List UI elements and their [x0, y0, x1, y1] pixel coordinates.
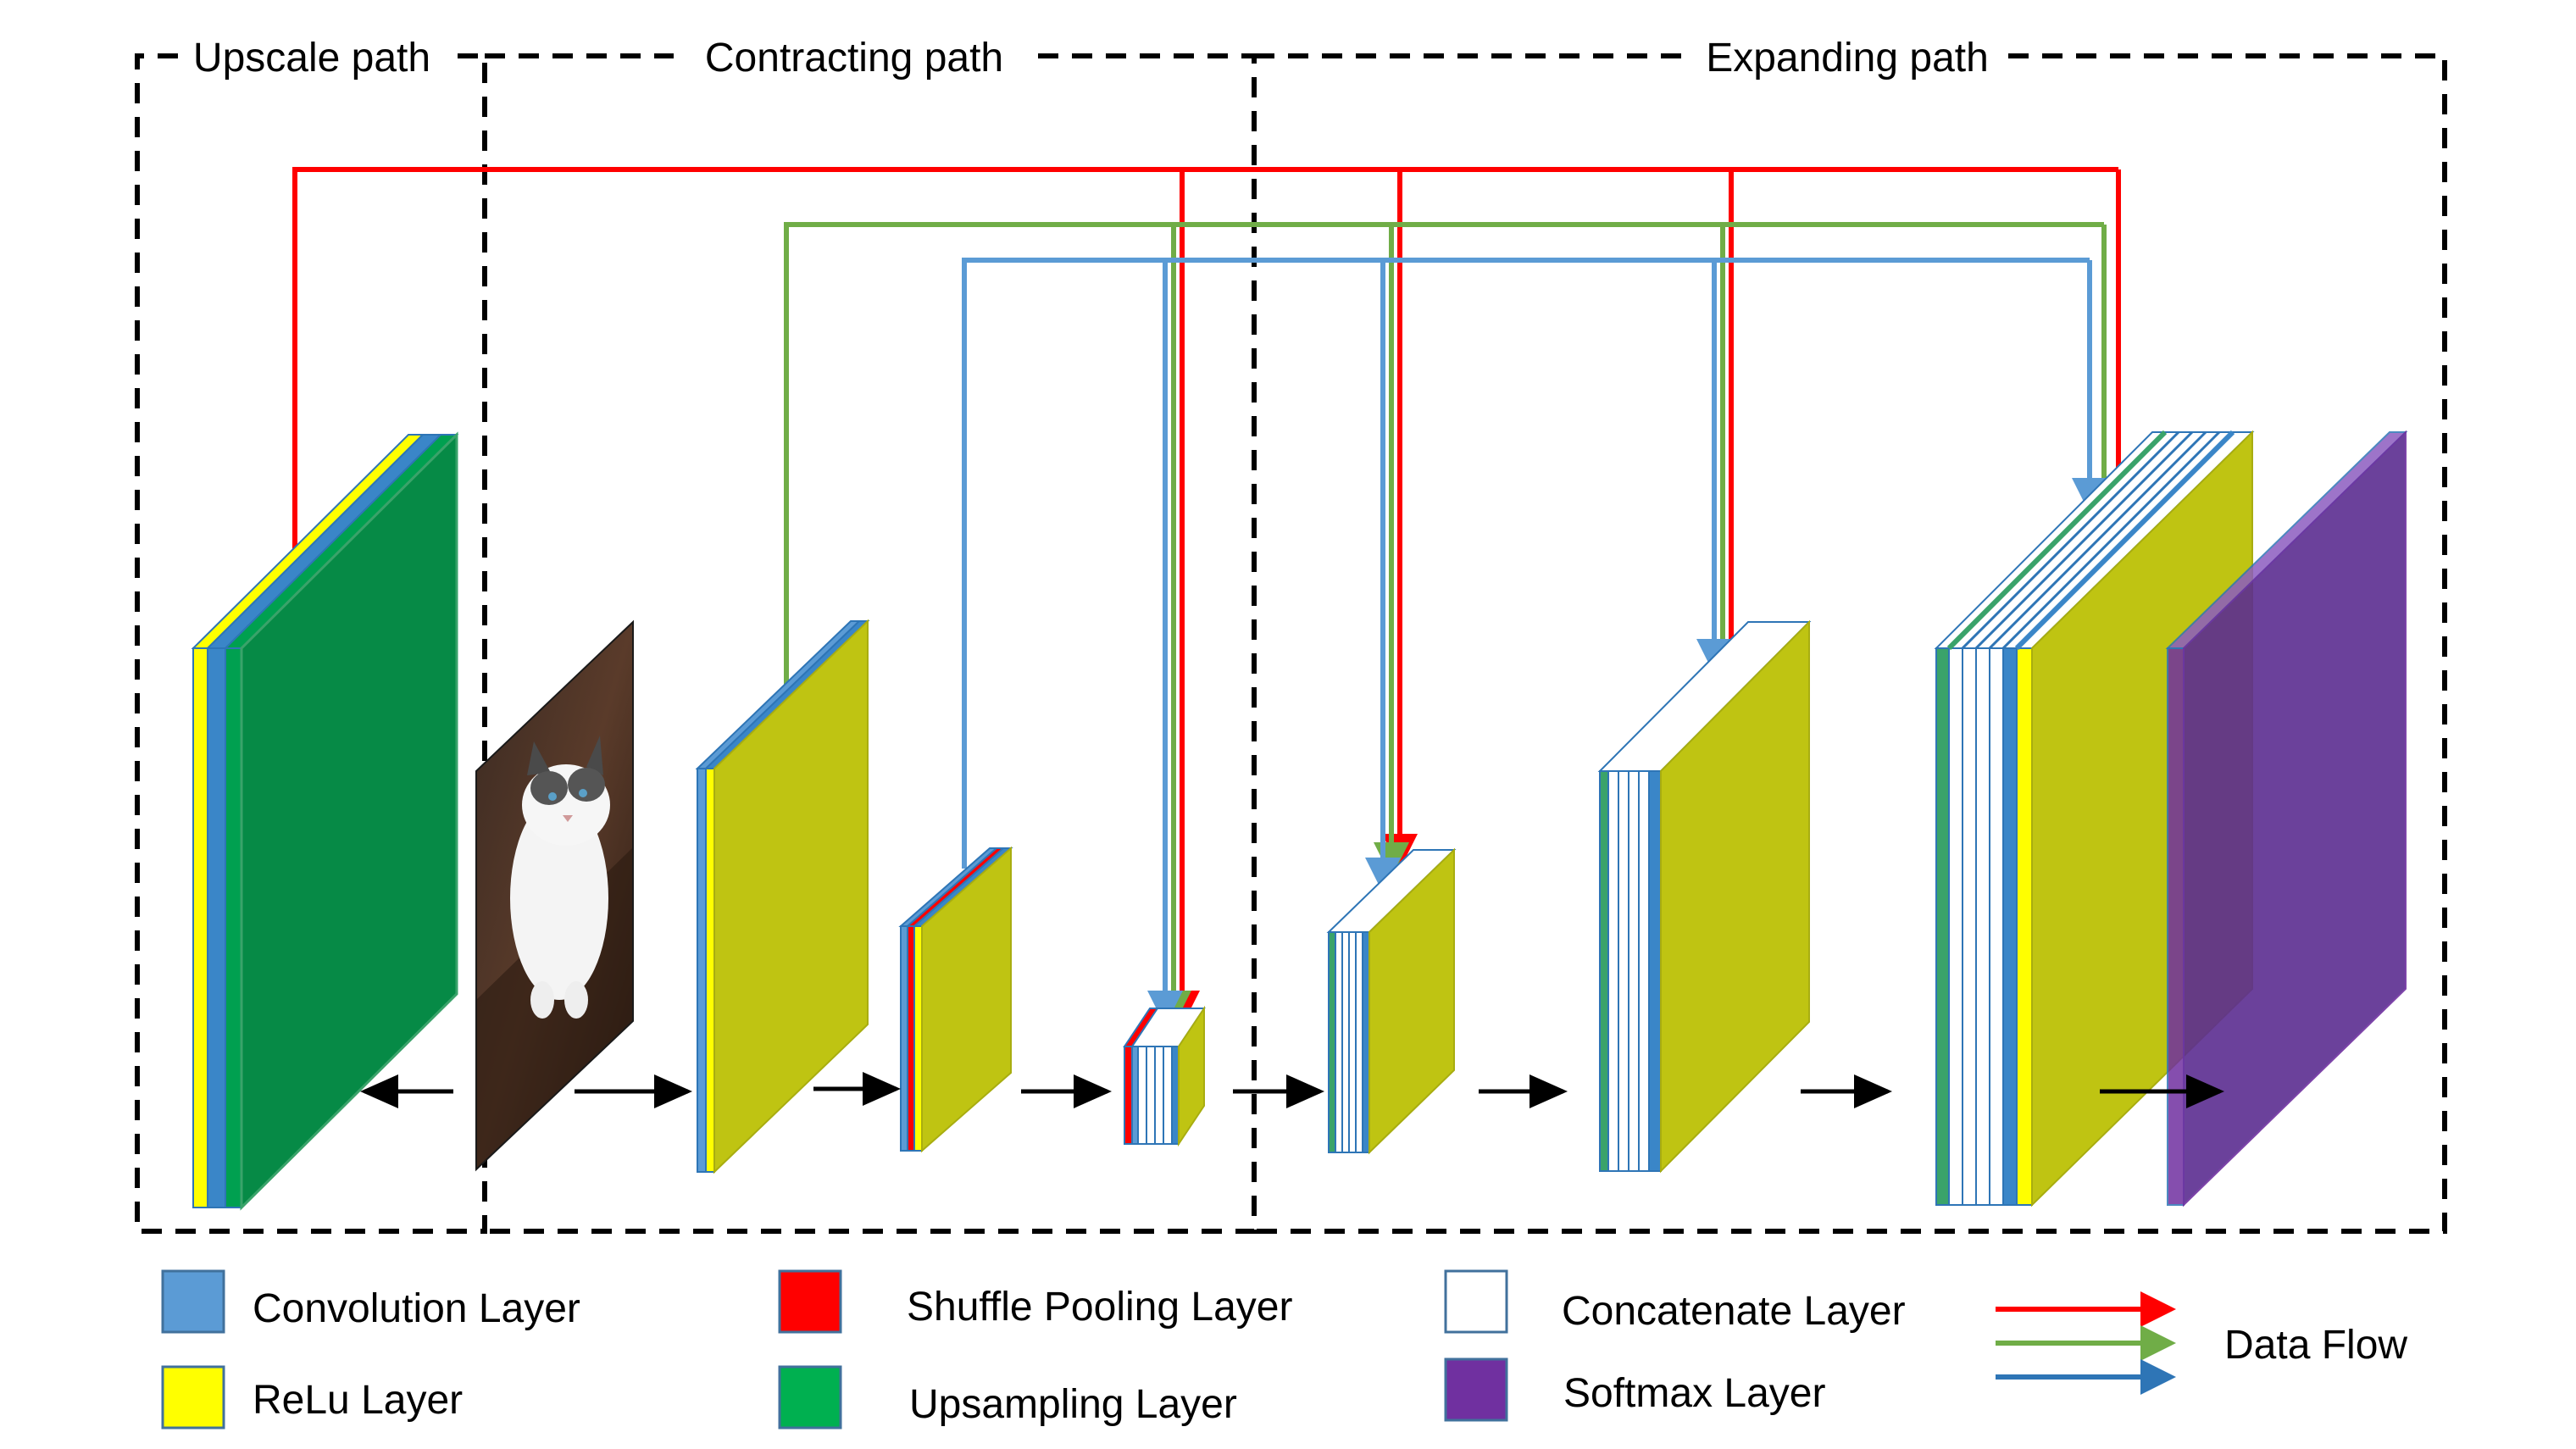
legend-swatch-concatenate: [1444, 1269, 1508, 1334]
region-title-contracting: Contracting path: [705, 36, 1003, 80]
region-expanding-box: [1254, 53, 2447, 1234]
input-cat-image: [475, 619, 634, 1172]
region-contracting-box: [485, 53, 1257, 1234]
skip-connection-red: [292, 167, 2136, 1026]
legend-swatch-softmax: [1444, 1357, 1508, 1422]
block-contracting-2: [898, 846, 1013, 1153]
legend-label-softmax: Softmax Layer: [1563, 1371, 1825, 1416]
legend-label-concatenate: Concatenate Layer: [1562, 1289, 1906, 1334]
block-expanding-1: [1326, 847, 1457, 1155]
block-softmax: [2165, 430, 2408, 1208]
legend-swatch-convolution: [161, 1269, 225, 1334]
block-bottleneck: [1123, 1005, 1206, 1147]
block-upscale-output: [191, 431, 459, 1211]
legend-label-upsampling: Upsampling Layer: [909, 1382, 1237, 1427]
skip-connection-blue: [962, 258, 2107, 1026]
region-upscale-box: [135, 53, 487, 1234]
legend-label-relu: ReLu Layer: [253, 1378, 463, 1423]
legend-label-shuffle-pooling: Shuffle Pooling Layer: [907, 1285, 1292, 1330]
block-expanding-2: [1597, 619, 1812, 1174]
block-contracting-1: [695, 619, 870, 1174]
flow-arrows: [360, 1072, 2224, 1108]
legend-swatch-relu: [161, 1365, 225, 1430]
legend-label-convolution: Convolution Layer: [253, 1286, 580, 1331]
legend: Convolution Layer ReLu Layer Shuffle Poo…: [161, 1269, 2407, 1430]
region-title-upscale: Upscale path: [193, 36, 430, 80]
legend-label-data-flow: Data Flow: [2224, 1323, 2407, 1368]
legend-swatch-shuffle-pooling: [778, 1269, 842, 1334]
region-title-expanding: Expanding path: [1706, 36, 1989, 80]
skip-connection-green: [784, 222, 2122, 1026]
legend-swatch-upsampling: [778, 1365, 842, 1430]
